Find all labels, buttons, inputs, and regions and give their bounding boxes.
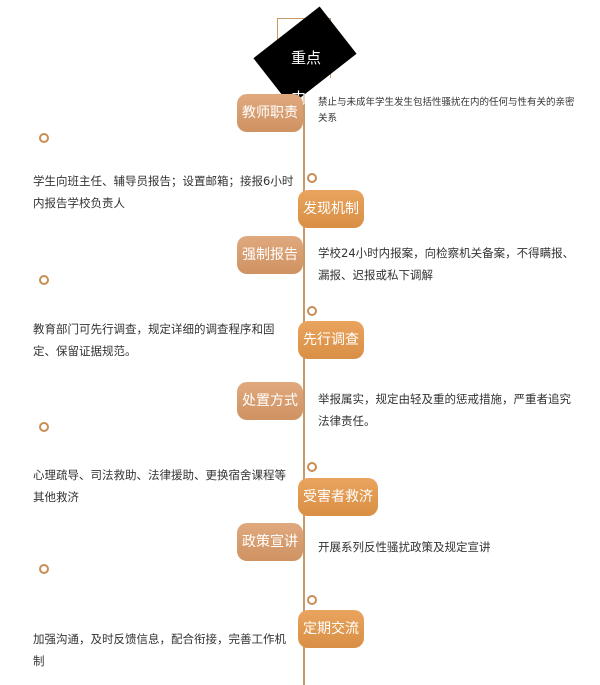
pill-disposal: 处置方式 (237, 382, 303, 420)
desc-teacher-duty: 禁止与未成年学生发生包括性骚扰在内的任何与性有关的亲密关系 (318, 97, 575, 124)
pill-mandatory-report: 强制报告 (237, 236, 303, 274)
desc-victim-relief: 心理疏导、司法救助、法律援助、更换宿舍课程等其他救济 (33, 468, 286, 504)
desc-disposal: 举报属实，规定由轻及重的惩戒措施，严重者追究法律责任。 (318, 392, 571, 428)
dot-left-2 (39, 275, 49, 285)
dot-right-3 (307, 462, 317, 472)
pill-regular-exchange: 定期交流 (298, 610, 364, 648)
dot-left-3 (39, 422, 49, 432)
desc-discovery: 学生向班主任、辅导员报告；设置邮箱；接报6小时内报告学校负责人 (33, 174, 294, 210)
dot-right-4 (307, 595, 317, 605)
dot-right-2 (307, 306, 317, 316)
pill-teacher-duty: 教师职责 (237, 94, 303, 132)
dot-right-1 (307, 173, 317, 183)
dot-left-4 (39, 564, 49, 574)
desc-policy-talk: 开展系列反性骚扰政策及规定宣讲 (318, 540, 491, 554)
dot-left-1 (39, 133, 49, 143)
pill-policy-talk: 政策宣讲 (237, 523, 303, 561)
title-line-1: 重点 (290, 49, 321, 67)
desc-regular-exchange: 加强沟通，及时反馈信息，配合衔接，完善工作机制 (33, 632, 286, 668)
desc-investigation: 教育部门可先行调查，规定详细的调查程序和固定、保留证据规范。 (33, 322, 275, 358)
desc-mandatory-report: 学校24小时内报案，向检察机关备案，不得瞒报、漏报、迟报或私下调解 (318, 246, 575, 282)
pill-investigation: 先行调查 (298, 321, 364, 359)
pill-discovery: 发现机制 (298, 190, 364, 228)
pill-victim-relief: 受害者救济 (298, 478, 378, 516)
